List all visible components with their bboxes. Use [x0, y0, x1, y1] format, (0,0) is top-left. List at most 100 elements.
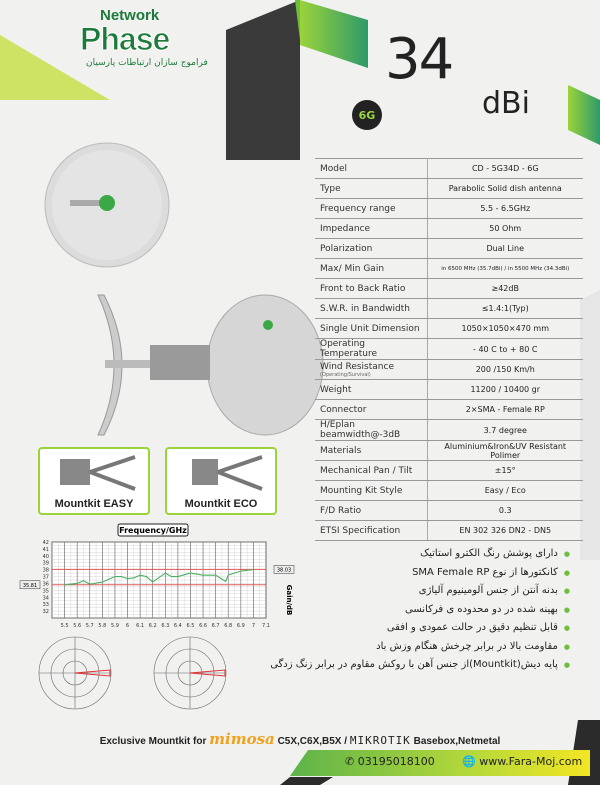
spec-value: EN 302 326 DN2 - DN5 [427, 520, 583, 541]
y-tick-label: 39 [43, 561, 49, 567]
spec-label-text: Wind Resistance [320, 361, 394, 372]
spec-value: - 40 C to + 80 C [427, 338, 583, 360]
dish-front-image [44, 142, 170, 268]
x-tick-label: 7 [252, 623, 255, 629]
website-url: www.Fara-Moj.com [479, 755, 583, 768]
spec-label: Single Unit Dimension [315, 318, 428, 339]
spec-row: Operating Temperature - 40 C to + 80 C [315, 338, 583, 360]
spec-value: ≤1.4:1(Typ) [427, 298, 583, 319]
spec-label-text: F/D Ratio [320, 505, 362, 516]
y-tick-label: 36 [43, 581, 49, 587]
spec-label: Operating Temperature [315, 338, 428, 360]
y-tick-label: 32 [43, 609, 49, 615]
spec-label: Connector [315, 399, 428, 420]
spec-label: Max/ Min Gain [315, 258, 428, 279]
y-tick-label: 33 [43, 602, 49, 608]
x-tick-label: 6.7 [212, 623, 220, 629]
reference-label: 35.81 [23, 583, 37, 589]
polar-plot-horizontal [38, 636, 112, 710]
x-tick-label: 6.4 [174, 623, 182, 629]
spec-row: Mechanical Pan / Tilt ±15° [315, 460, 583, 481]
spec-value: Aluminium&Iron&UV Resistant Polimer [427, 440, 583, 461]
x-tick-label: 6.3 [161, 623, 169, 629]
y-tick-label: 41 [43, 547, 49, 553]
mountkit-eco-card: Mountkit ECO [165, 447, 277, 515]
mikrotik-models: Basebox,Netmetal [413, 736, 501, 747]
spec-value: 0.3 [427, 500, 583, 521]
feature-item: بهینه شده در دو محدوده ی فرکانسی [270, 601, 570, 620]
spec-row: Wind Resistance(Operating/Survival)200 /… [315, 359, 583, 380]
spec-label: Mounting Kit Style [315, 480, 428, 501]
spec-row: Polarization Dual Line [315, 238, 583, 259]
feature-item: پایه دیش(Mountkit)از جنس آهن با روکش مقا… [270, 656, 570, 675]
spec-label: H/Eplan beamwidth@-3dB [315, 419, 428, 441]
mountkit-compat-line: Exclusive Mountkit for mimosa C5X,C6X,B5… [0, 730, 600, 748]
spec-label-text: Operating Temperature [320, 339, 378, 359]
phone-icon: ✆ [345, 755, 355, 768]
mimosa-models: C5X,C6X,B5X / [277, 736, 348, 747]
website-link[interactable]: 🌐 www.Fara-Moj.com [462, 755, 582, 768]
spec-label-text: ETSI Specification [320, 525, 401, 536]
spec-label-text: Mechanical Pan / Tilt [320, 465, 413, 476]
6g-badge: 6G [352, 100, 382, 130]
mikrotik-logo: MIKROTIK [349, 734, 411, 747]
dish-side-image [97, 294, 324, 436]
spec-value: Dual Line [427, 238, 583, 259]
footer-prefix: Exclusive Mountkit for [99, 736, 207, 747]
x-tick-label: 6.6 [199, 623, 207, 629]
spec-label-text: Front to Back Ratio [320, 283, 406, 294]
feature-item: قابل تنظیم دقیق در حالت عمودی و افقی [270, 619, 570, 638]
chart-title: Frequency/GHz [119, 526, 187, 535]
spec-label: Frequency range [315, 198, 428, 219]
phone-contact[interactable]: ✆ 03195018100 [345, 755, 435, 768]
feature-list: دارای پوشش رنگ الکترو استاتیککانکتورها ا… [270, 545, 570, 675]
brand-tagline: فراموج سازان ارتباطات پارسیان [86, 58, 208, 68]
spec-row: ETSI Specification EN 302 326 DN2 - DN5 [315, 520, 583, 541]
reference-label-box [19, 580, 41, 590]
mountkit-eco-label: Mountkit ECO [184, 498, 258, 510]
chart-title-box [117, 523, 189, 537]
spec-row: S.W.R. in Bandwidth ≤1.4:1(Typ) [315, 298, 583, 319]
gain-series-line [64, 569, 254, 586]
spec-label-text: Max/ Min Gain [320, 263, 385, 274]
spec-value: 1050×1050×470 mm [427, 318, 583, 339]
spec-label-text: Impedance [320, 223, 371, 234]
y-tick-label: 34 [43, 595, 49, 601]
y-tick-label: 38 [43, 568, 49, 574]
y-tick-label: 37 [43, 575, 49, 581]
spec-value: Parabolic Solid dish antenna [427, 178, 583, 199]
spec-label-text: Weight [320, 384, 352, 395]
contact-bar [290, 750, 590, 776]
spec-label: Wind Resistance(Operating/Survival) [315, 359, 428, 380]
spec-label: F/D Ratio [315, 500, 428, 521]
spec-label-text: Mounting Kit Style [320, 485, 403, 496]
globe-icon: 🌐 [462, 755, 476, 768]
spec-label-text: S.W.R. in Bandwidth [320, 303, 410, 314]
spec-label-text: Type [320, 183, 341, 194]
spec-value: Easy / Eco [427, 480, 583, 501]
spec-label-text: Polarization [320, 243, 373, 254]
spec-label-sub: (Operating/Survival) [320, 371, 371, 378]
brand-network: Network [100, 7, 160, 24]
gain-unit: dBi [482, 86, 530, 121]
spec-value: ±15° [427, 460, 583, 481]
spec-label: Type [315, 178, 428, 199]
polar-plot-vertical [153, 636, 227, 710]
spec-value: in 6500 MHz (35.7dBi) / in 5500 MHz (34.… [427, 258, 583, 279]
mountkit-easy-label: Mountkit EASY [54, 498, 134, 510]
spec-value: ≥42dB [427, 278, 583, 299]
spec-label: Materials [315, 440, 428, 461]
spec-label: Mechanical Pan / Tilt [315, 460, 428, 481]
spec-row: Max/ Min Gain in 6500 MHz (35.7dBi) / in … [315, 258, 583, 279]
spec-label-text: H/Eplan beamwidth@-3dB [320, 420, 401, 440]
feature-item: دارای پوشش رنگ الکترو استاتیک [270, 545, 570, 564]
x-tick-label: 6.2 [149, 623, 157, 629]
spec-label: Front to Back Ratio [315, 278, 428, 299]
spec-label: Weight [315, 379, 428, 400]
spec-row: F/D Ratio 0.3 [315, 500, 583, 521]
